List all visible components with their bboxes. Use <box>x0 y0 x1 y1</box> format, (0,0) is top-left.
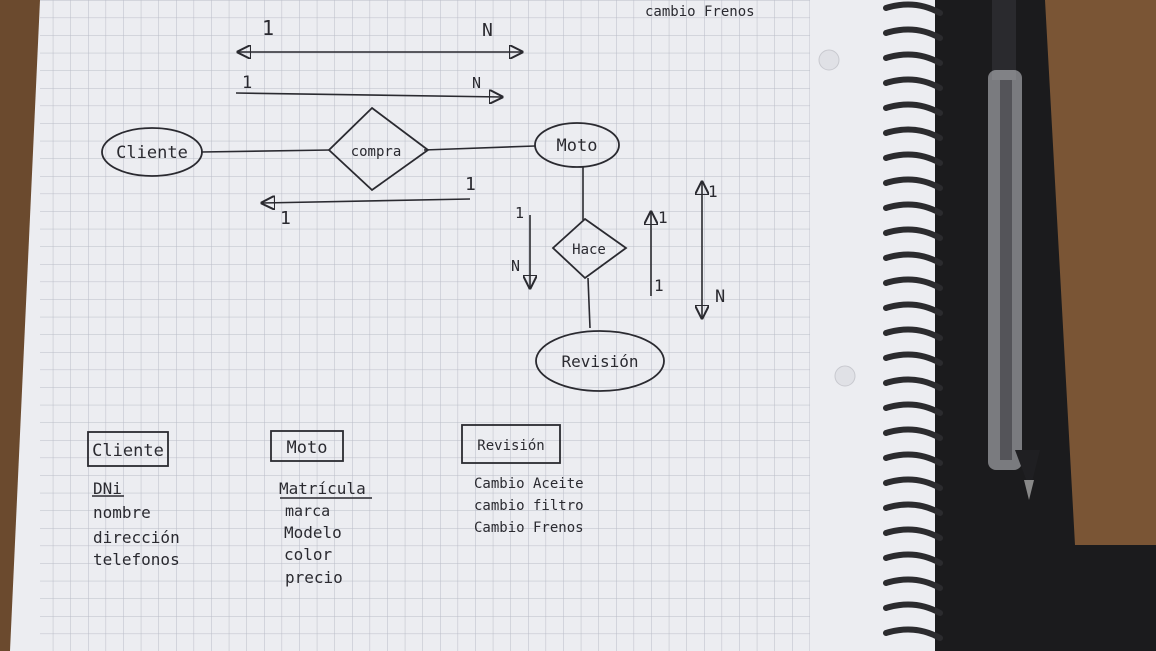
entity-label: Moto <box>557 136 598 156</box>
spiral-ring <box>883 576 943 591</box>
attribute: telefonos <box>93 550 180 569</box>
spiral-ring <box>883 526 943 541</box>
pen <box>988 0 1040 500</box>
connector-line <box>587 277 591 329</box>
table-cliente: Cliente DNi nombre dirección telefonos <box>87 431 180 569</box>
attribute: Modelo <box>284 523 342 542</box>
relationship-label: compra <box>351 144 402 160</box>
entity-revision: Revisión <box>535 330 665 392</box>
cardinality-label: 1 <box>515 204 524 222</box>
spiral-ring <box>883 601 943 616</box>
entity-label: Cliente <box>116 143 188 163</box>
spiral-ring <box>883 176 943 191</box>
relationship-compra: compra <box>327 106 430 192</box>
spiral-ring <box>883 451 943 466</box>
table-revision: Revisión Cambio Aceite cambio filtro Cam… <box>461 424 584 536</box>
spiral-ring <box>883 251 943 266</box>
cardinality-label: N <box>472 74 481 92</box>
attribute: marca <box>285 502 330 520</box>
spiral-ring <box>883 276 943 291</box>
attribute: DNi <box>93 479 122 498</box>
entity-label: Revisión <box>561 352 638 371</box>
spiral-ring <box>883 376 943 391</box>
spiral-ring <box>883 426 943 441</box>
spiral-ring <box>883 626 943 641</box>
cardinality-label: 1 <box>654 276 664 295</box>
connector-line <box>200 149 331 153</box>
attribute: Cambio Aceite <box>474 476 584 492</box>
attribute: color <box>284 545 333 564</box>
cardinality-label: 1 <box>262 16 274 40</box>
attribute: Matrícula <box>279 479 366 498</box>
cardinality-label: N <box>511 257 520 275</box>
spiral-ring <box>883 51 943 66</box>
punch-hole <box>834 365 856 387</box>
cardinality-label: 1 <box>280 208 291 229</box>
table-moto: Moto Matrícula marca Modelo color precio <box>270 430 372 587</box>
spiral-ring <box>883 126 943 141</box>
cardinality-label: N <box>715 287 725 307</box>
relationship-hace: Hace <box>551 217 628 280</box>
cardinality-arrow <box>262 199 471 203</box>
cardinality-label: 1 <box>242 73 252 93</box>
binder-cover <box>900 0 1156 651</box>
relationship-label: Hace <box>572 242 606 258</box>
spiral-ring <box>883 76 943 91</box>
spiral-binding <box>883 1 943 641</box>
connector-line <box>423 145 536 151</box>
cardinality-label: 1 <box>708 182 718 201</box>
spiral-ring <box>883 501 943 516</box>
attribute: Cambio Frenos <box>474 520 584 536</box>
table-title: Moto <box>287 438 328 458</box>
spiral-ring <box>883 101 943 116</box>
spiral-ring <box>883 1 943 16</box>
punch-hole <box>818 49 840 71</box>
entity-cliente: Cliente <box>101 127 203 177</box>
attribute: precio <box>285 568 343 587</box>
table-title: Cliente <box>92 441 164 461</box>
spiral-ring <box>883 201 943 216</box>
spiral-ring <box>883 351 943 366</box>
cardinality-label: 1 <box>658 208 668 227</box>
cardinality-arrow <box>235 93 502 97</box>
spiral-ring <box>883 226 943 241</box>
entity-moto: Moto <box>534 122 620 168</box>
spiral-ring <box>883 301 943 316</box>
spiral-ring <box>883 151 943 166</box>
attribute: cambio filtro <box>474 498 584 514</box>
attribute: nombre <box>93 503 151 522</box>
spiral-ring <box>883 26 943 41</box>
spiral-ring <box>883 401 943 416</box>
spiral-ring <box>883 476 943 491</box>
grid-area <box>40 0 810 651</box>
cardinality-label: N <box>482 20 493 41</box>
cardinality-label: 1 <box>465 174 476 195</box>
attribute: dirección <box>93 528 180 547</box>
top-note: cambio Frenos <box>645 4 755 20</box>
spiral-ring <box>883 326 943 341</box>
spiral-ring <box>883 551 943 566</box>
table-title: Revisión <box>477 438 544 454</box>
